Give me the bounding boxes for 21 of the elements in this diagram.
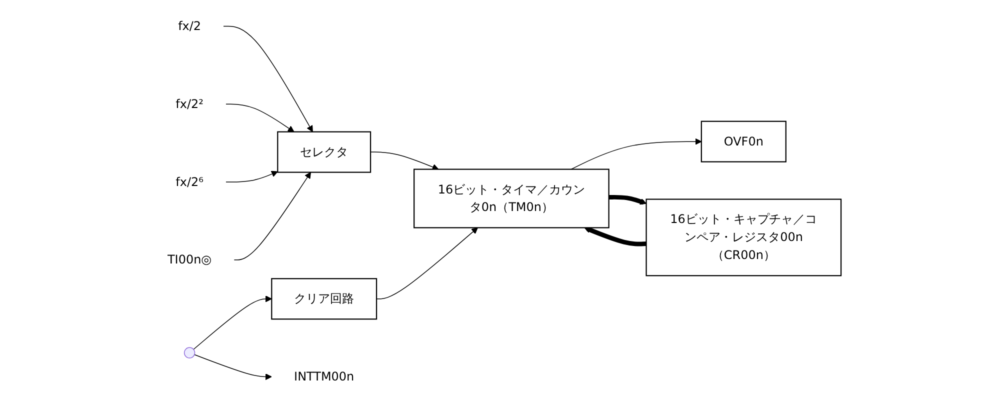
arrow	[370, 152, 439, 170]
node-box: クリア回路	[271, 278, 378, 320]
node-text: fx/2⁶	[176, 174, 204, 189]
arrow	[226, 170, 278, 182]
node-text: fx/2	[178, 18, 202, 33]
arrow	[376, 227, 478, 300]
node-box: 16ビット・キャプチャ／コンペア・レジスタ00n（CR00n）	[646, 198, 842, 276]
node-box: 16ビット・タイマ／カウンタ0n（TM0n）	[414, 168, 610, 228]
arrow	[234, 172, 311, 260]
arrow	[223, 26, 313, 132]
arrow	[194, 354, 272, 380]
arrow	[193, 296, 272, 350]
arrow	[608, 194, 647, 205]
node-text: INTTM00n	[294, 369, 354, 384]
node-box: OVF0n	[700, 120, 786, 162]
arrow	[226, 104, 294, 132]
node-box: セレクタ	[277, 131, 372, 173]
node-text: TI00n◎	[167, 252, 212, 267]
node-text: fx/2²	[176, 96, 204, 111]
arrow	[584, 226, 646, 246]
arrow	[570, 138, 702, 170]
